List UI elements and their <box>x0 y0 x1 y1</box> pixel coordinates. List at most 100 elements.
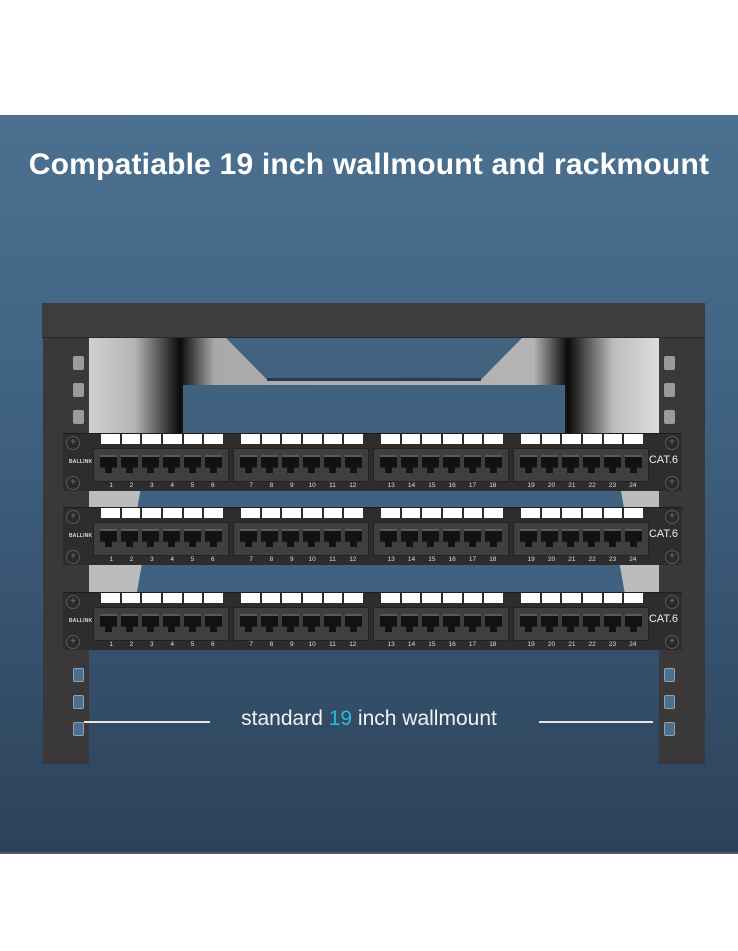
rj45-port[interactable] <box>240 614 257 632</box>
rj45-port[interactable] <box>282 529 299 547</box>
rj45-port[interactable] <box>443 455 460 473</box>
rj45-port[interactable] <box>485 614 502 632</box>
rj45-port[interactable] <box>303 614 320 632</box>
rj45-port[interactable] <box>464 529 481 547</box>
rj45-port[interactable] <box>324 614 341 632</box>
mount-hole <box>73 410 84 424</box>
rj45-port[interactable] <box>205 614 222 632</box>
rj45-port[interactable] <box>625 614 642 632</box>
rj45-port[interactable] <box>100 614 117 632</box>
rj45-port[interactable] <box>604 614 621 632</box>
rj45-port[interactable] <box>303 455 320 473</box>
rj45-port[interactable] <box>380 455 397 473</box>
rj45-port[interactable] <box>240 455 257 473</box>
rj45-port[interactable] <box>100 455 117 473</box>
rj45-port[interactable] <box>282 455 299 473</box>
rj45-port[interactable] <box>121 529 138 547</box>
rj45-port[interactable] <box>443 614 460 632</box>
rj45-port[interactable] <box>345 614 362 632</box>
dimension-line-right <box>539 721 653 723</box>
rj45-port[interactable] <box>520 614 537 632</box>
rj45-port[interactable] <box>562 455 579 473</box>
port-group <box>233 607 369 641</box>
screw-icon: + <box>66 595 80 609</box>
headline: Compatiable 19 inch wallmount and rackmo… <box>28 148 710 181</box>
caption-text: standard <box>241 707 329 730</box>
rj45-port[interactable] <box>541 614 558 632</box>
port-group <box>373 522 509 556</box>
rj45-port[interactable] <box>163 529 180 547</box>
rj45-port[interactable] <box>562 614 579 632</box>
rj45-port[interactable] <box>625 529 642 547</box>
rj45-port[interactable] <box>604 455 621 473</box>
rj45-port[interactable] <box>422 614 439 632</box>
mount-hole <box>664 722 675 736</box>
rj45-port[interactable] <box>422 529 439 547</box>
caption: standard 19 inch wallmount <box>0 707 738 731</box>
rj45-port[interactable] <box>324 529 341 547</box>
rj45-port[interactable] <box>583 529 600 547</box>
rj45-port[interactable] <box>422 455 439 473</box>
rj45-port[interactable] <box>443 529 460 547</box>
rj45-port[interactable] <box>184 529 201 547</box>
rj45-port[interactable] <box>142 614 159 632</box>
port-group <box>93 448 229 482</box>
rj45-port[interactable] <box>380 529 397 547</box>
rj45-port[interactable] <box>184 455 201 473</box>
brand-logo: BALLINK <box>69 459 93 465</box>
rj45-port[interactable] <box>401 614 418 632</box>
rj45-port[interactable] <box>345 455 362 473</box>
rj45-port[interactable] <box>205 529 222 547</box>
rj45-port[interactable] <box>464 614 481 632</box>
rj45-port[interactable] <box>520 455 537 473</box>
rj45-port[interactable] <box>541 455 558 473</box>
caption-text: inch wallmount <box>352 707 497 730</box>
rj45-port[interactable] <box>240 529 257 547</box>
mount-hole <box>664 410 675 424</box>
rj45-port[interactable] <box>562 529 579 547</box>
rj45-port[interactable] <box>100 529 117 547</box>
rj45-port[interactable] <box>345 529 362 547</box>
rj45-port[interactable] <box>303 529 320 547</box>
rj45-port[interactable] <box>604 529 621 547</box>
rj45-port[interactable] <box>625 455 642 473</box>
rj45-port[interactable] <box>541 529 558 547</box>
rj45-port[interactable] <box>205 455 222 473</box>
rj45-port[interactable] <box>485 455 502 473</box>
rj45-port[interactable] <box>464 455 481 473</box>
rj45-port[interactable] <box>184 614 201 632</box>
label-strip <box>101 508 224 518</box>
rj45-port[interactable] <box>583 455 600 473</box>
label-strip <box>521 508 644 518</box>
rj45-port[interactable] <box>261 455 278 473</box>
rj45-port[interactable] <box>401 529 418 547</box>
rj45-port[interactable] <box>163 614 180 632</box>
port-group <box>233 448 369 482</box>
rj45-port[interactable] <box>520 529 537 547</box>
screw-icon: + <box>665 476 679 490</box>
rj45-port[interactable] <box>121 455 138 473</box>
label-strip <box>521 593 644 603</box>
category-label: CAT.6 <box>648 528 678 540</box>
rj45-port[interactable] <box>142 529 159 547</box>
rj45-port[interactable] <box>261 614 278 632</box>
rj45-port[interactable] <box>121 614 138 632</box>
rj45-port[interactable] <box>485 529 502 547</box>
category-label: CAT.6 <box>648 613 678 625</box>
rj45-port[interactable] <box>380 614 397 632</box>
rj45-port[interactable] <box>401 455 418 473</box>
mount-hole <box>664 383 675 397</box>
rj45-port[interactable] <box>282 614 299 632</box>
rj45-port[interactable] <box>261 529 278 547</box>
port-group <box>233 522 369 556</box>
rj45-port[interactable] <box>142 455 159 473</box>
rj45-port[interactable] <box>163 455 180 473</box>
rj45-port[interactable] <box>583 614 600 632</box>
dimension-line-left <box>84 721 210 723</box>
rj45-port[interactable] <box>324 455 341 473</box>
mount-hole <box>664 668 675 682</box>
